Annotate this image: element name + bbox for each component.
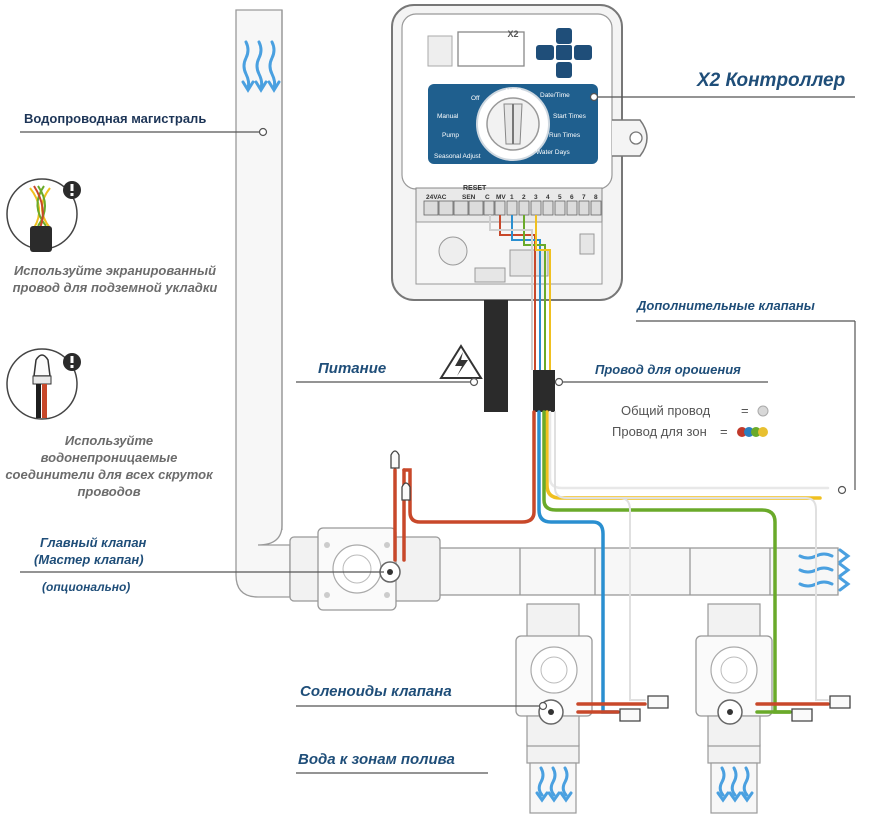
zone-wire-label: Провод для зон bbox=[612, 424, 707, 439]
water-to-zone-icon bbox=[529, 762, 758, 814]
water-main-label: Водопроводная магистраль bbox=[24, 111, 207, 126]
dial-manual: Manual bbox=[437, 113, 459, 120]
solenoids-label: Соленоиды клапана bbox=[300, 683, 452, 700]
dial-run-times: Run Times bbox=[549, 132, 581, 139]
field-wires bbox=[393, 410, 830, 714]
master-valve-label: Главный клапан bbox=[40, 535, 147, 550]
x2-controller bbox=[391, 4, 648, 301]
terminal-block bbox=[423, 200, 602, 216]
master-valve bbox=[289, 527, 441, 611]
zone-valve-1 bbox=[515, 603, 593, 764]
irrigation-cable bbox=[533, 370, 555, 412]
terminal-label: SEN bbox=[462, 194, 476, 201]
power-label: Питание bbox=[318, 360, 387, 377]
zone-valve-2 bbox=[695, 603, 773, 764]
irrigation-wire-label: Провод для орошения bbox=[595, 362, 741, 377]
water-flow-in-icon bbox=[241, 40, 281, 93]
common-wire-label: Общий провод bbox=[621, 403, 711, 418]
dial-date-time: Date/Time bbox=[540, 92, 570, 99]
terminal-label: 4 bbox=[546, 194, 550, 201]
terminal-label: 8 bbox=[594, 194, 598, 201]
power-cable bbox=[484, 300, 508, 412]
nav-buttons bbox=[536, 28, 592, 78]
shielded-wire-icon bbox=[6, 178, 81, 252]
terminal-label: 3 bbox=[534, 194, 538, 201]
water-main-pipe bbox=[235, 9, 291, 598]
water-to-zones-label: Вода к зонам полива bbox=[298, 751, 455, 768]
dial-off: Off bbox=[471, 95, 480, 102]
terminal-label: 7 bbox=[582, 194, 586, 201]
master-valve-label-2: (Мастер клапан) bbox=[34, 552, 144, 567]
leader-lines bbox=[20, 92, 856, 774]
terminal-label: 2 bbox=[522, 194, 526, 201]
dial-pump: Pump bbox=[442, 132, 459, 139]
terminal-label: C bbox=[485, 194, 490, 201]
controller-wires bbox=[489, 215, 551, 370]
optional-label: (опционально) bbox=[42, 580, 131, 594]
horizontal-pipe bbox=[437, 547, 839, 596]
extra-valves-label: Дополнительные клапаны bbox=[637, 298, 815, 313]
controller-label: X2 Контроллер bbox=[697, 70, 846, 91]
dial-water-days: Water Days bbox=[536, 149, 570, 156]
shielded-wire-note: Используйте экранированный провод для по… bbox=[12, 263, 218, 295]
high-voltage-icon bbox=[439, 344, 483, 379]
waterproof-connectors-note: Используйте водонепроницаемые соединител… bbox=[5, 433, 213, 499]
wire-connector-icon bbox=[390, 450, 851, 722]
dial-start-times: Start Times bbox=[553, 113, 587, 120]
zone-wire-equals: = bbox=[720, 424, 728, 439]
common-wire-equals: = bbox=[741, 403, 749, 418]
terminal-label: 6 bbox=[570, 194, 574, 201]
legend-common-dot bbox=[757, 405, 769, 417]
dial-auto: AUTO bbox=[505, 89, 522, 95]
reset-label: RESET bbox=[463, 185, 487, 192]
terminal-label: 24VAC bbox=[426, 194, 447, 201]
terminal-label: 5 bbox=[558, 194, 562, 201]
dial-seasonal-adjust: Seasonal Adjust bbox=[434, 153, 481, 160]
waterproof-connector-icon bbox=[6, 348, 81, 420]
controller-model: X2 bbox=[507, 29, 518, 39]
terminal-label: 1 bbox=[510, 194, 514, 201]
terminal-label: MV bbox=[496, 194, 506, 201]
legend-zone-dots bbox=[737, 427, 768, 437]
